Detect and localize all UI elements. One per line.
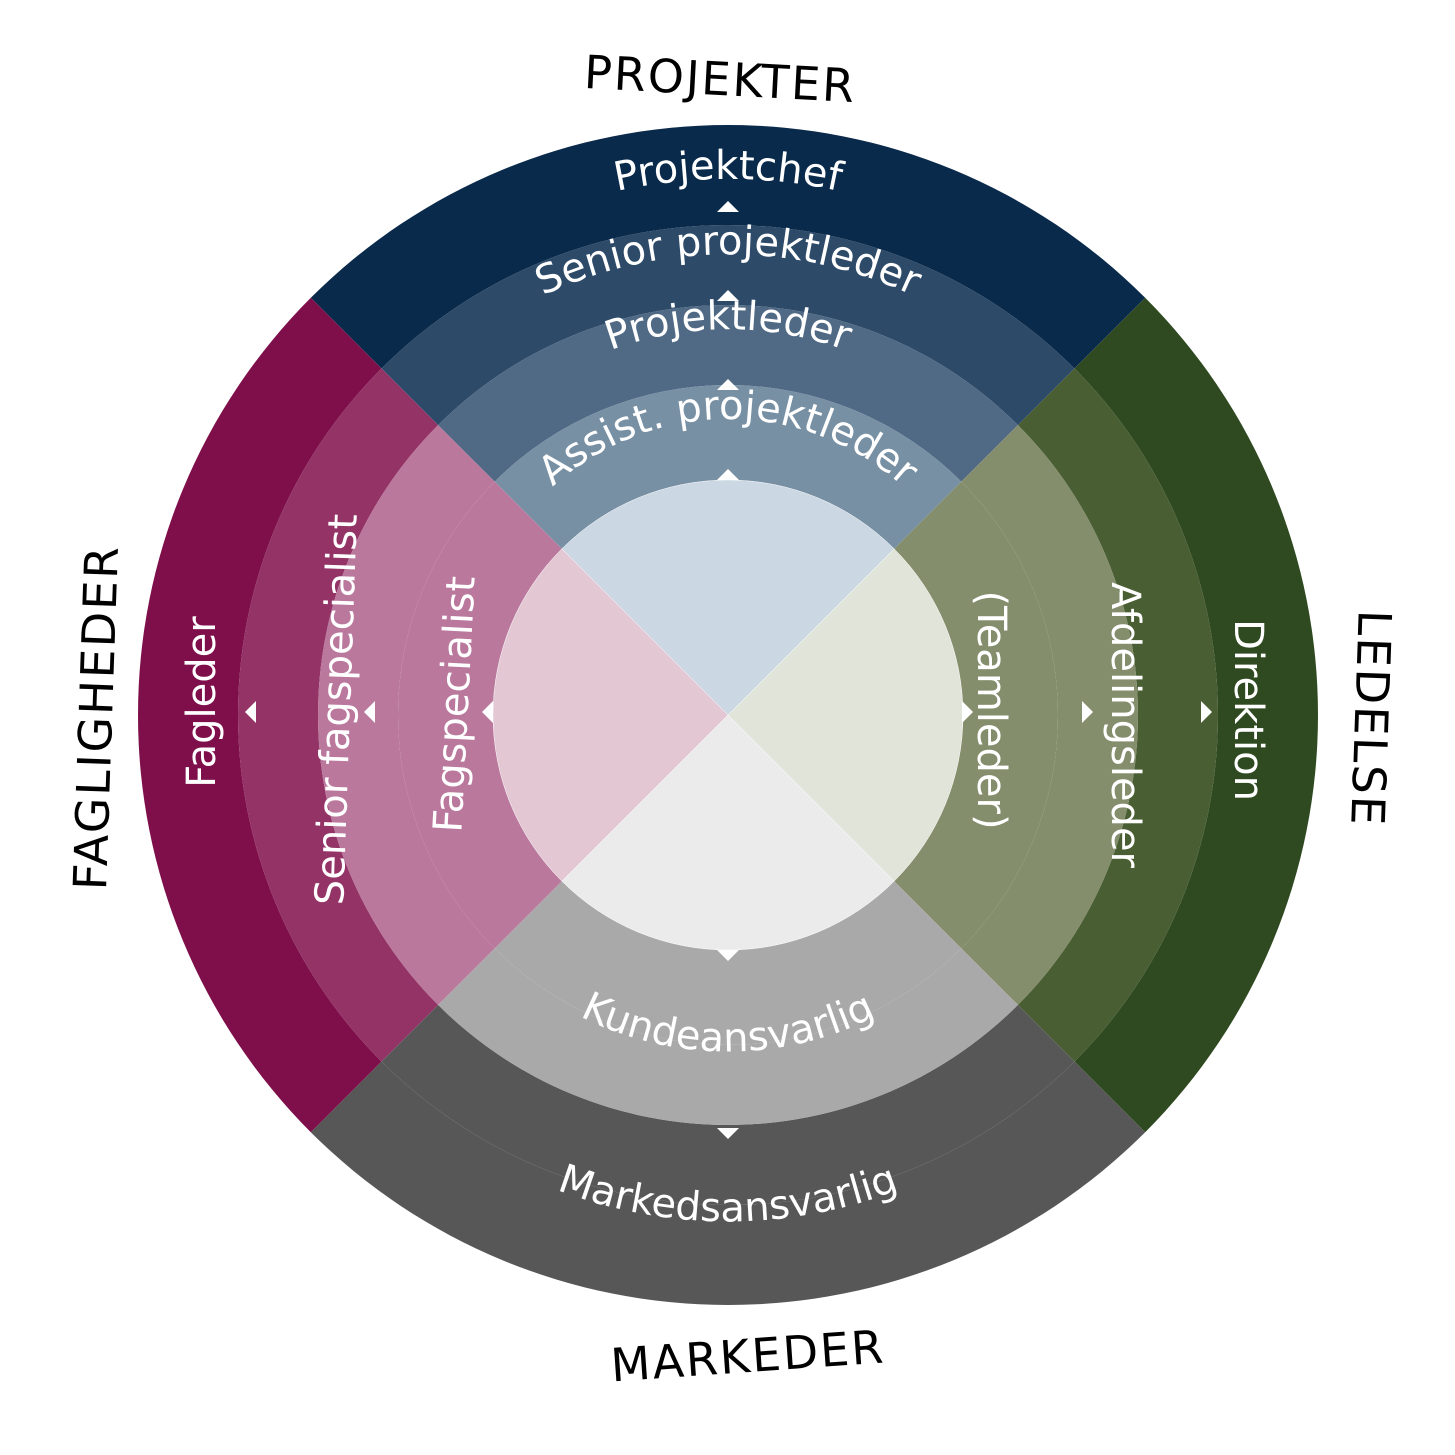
arrow-down-kundeansvarlig bbox=[717, 950, 739, 961]
markeder-center-slice bbox=[561, 714, 895, 951]
fagligheder-center-slice bbox=[492, 548, 729, 882]
title-ledelse: LEDELSE bbox=[1340, 609, 1402, 828]
fagligheder-ring-3 bbox=[318, 425, 495, 1005]
arrow-left-fagleder bbox=[245, 701, 256, 723]
fagligheder-ring-2 bbox=[238, 368, 439, 1062]
arrow-down-markedsansvarlig bbox=[717, 1128, 739, 1139]
arrow-up-senior-projektleder bbox=[717, 290, 739, 301]
title-fagligheder: FAGLIGHEDER bbox=[63, 544, 129, 891]
arrow-left-fagspecialist bbox=[482, 701, 493, 723]
fagligheder-ring-1 bbox=[138, 297, 382, 1133]
arrow-up-projektleder bbox=[717, 379, 739, 390]
arrow-up-projektchef bbox=[717, 201, 739, 212]
ledelse-ring-2 bbox=[1017, 368, 1218, 1062]
label-direktion: Direktion bbox=[1225, 619, 1271, 801]
wheel-wedges bbox=[138, 125, 1318, 1305]
markeder-ring-1 bbox=[310, 1061, 1146, 1305]
arrow-left-senior-fagspecialist bbox=[364, 701, 375, 723]
markeder-ring-2 bbox=[381, 1004, 1075, 1205]
projekter-ring-2 bbox=[381, 225, 1075, 426]
title-markeder: MARKEDER bbox=[609, 1319, 887, 1392]
arrow-up-assist-projektleder bbox=[717, 469, 739, 480]
arrow-right-afdelingsleder bbox=[1082, 701, 1093, 723]
label-fagleder: Fagleder bbox=[179, 616, 225, 788]
ledelse-ring-1 bbox=[1074, 297, 1318, 1133]
projekter-ring-3 bbox=[438, 305, 1018, 482]
ledelse-ring-3 bbox=[961, 425, 1138, 1005]
arrow-right-direktion bbox=[1201, 701, 1212, 723]
label-teamleder: (Teamleder) bbox=[968, 590, 1014, 829]
level-arrows bbox=[245, 201, 1212, 1139]
projekter-center-slice bbox=[561, 479, 895, 716]
label-afdelingsleder: Afdelingsleder bbox=[1102, 582, 1148, 869]
projekter-ring-1 bbox=[310, 125, 1146, 369]
arrow-right-teamleder bbox=[962, 701, 973, 723]
markeder-ring-3 bbox=[438, 948, 1018, 1125]
title-projekter: PROJEKTER bbox=[583, 45, 858, 113]
